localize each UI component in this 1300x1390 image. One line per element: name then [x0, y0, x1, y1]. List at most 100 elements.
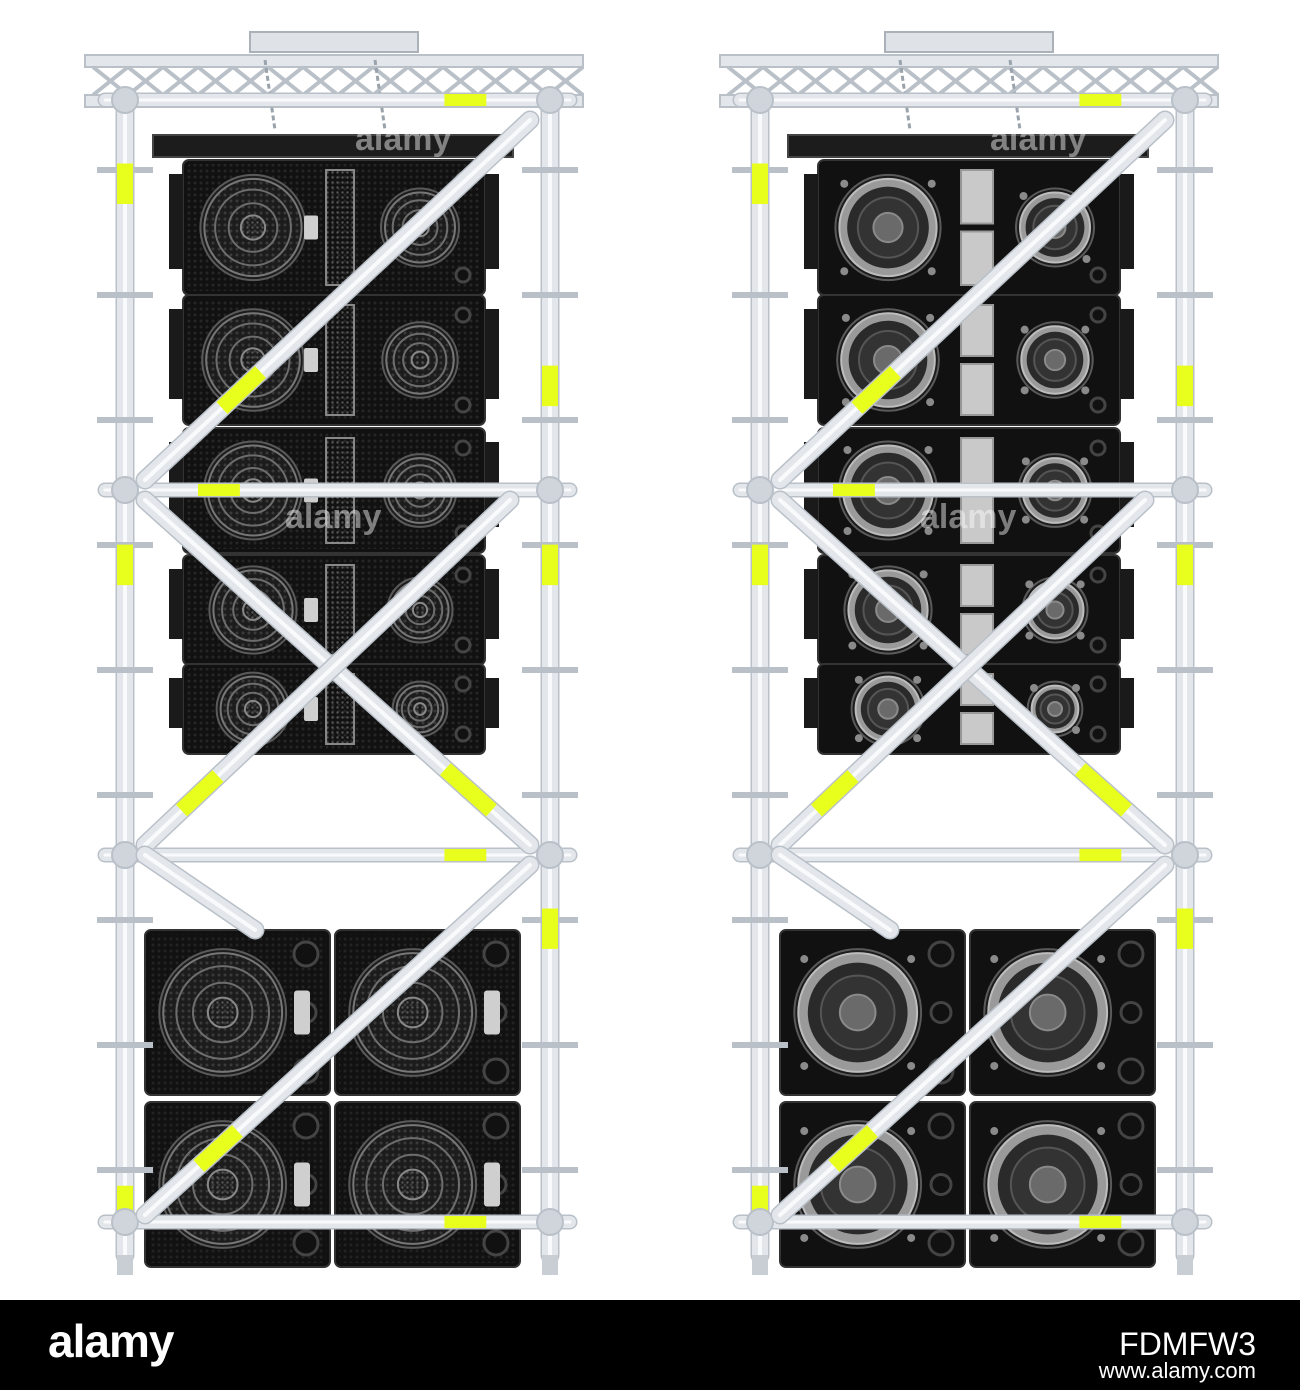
footer-bar: alamy FDMFW3 www.alamy.com: [0, 1300, 1300, 1390]
safety-stripe: [851, 366, 901, 414]
footer-brand: alamy: [48, 1315, 174, 1367]
screw: [854, 675, 863, 684]
ledger-stub: [97, 667, 153, 673]
ledger-stub: [97, 292, 153, 298]
screw: [1020, 386, 1029, 395]
rigging-handle: [804, 678, 818, 728]
ledger-stub: [522, 167, 578, 173]
screw: [926, 398, 935, 407]
ledger-stub: [522, 792, 578, 798]
screw: [848, 641, 857, 650]
screw: [1097, 1233, 1106, 1242]
screw: [924, 446, 933, 454]
truss-chord-top: [84, 54, 584, 68]
subwoofer-cabinet: [334, 1101, 521, 1268]
bass-port: [454, 675, 472, 693]
ledger-stub: [732, 667, 788, 673]
rigging-handle: [1120, 569, 1134, 639]
logo-badge: [294, 1162, 310, 1207]
bass-port: [482, 1057, 510, 1085]
screw: [927, 267, 936, 276]
coupler: [536, 1208, 564, 1236]
tweeter-horn: [960, 493, 995, 544]
bass-port: [1119, 1001, 1143, 1024]
screw: [990, 1233, 999, 1242]
ledger-stub: [522, 292, 578, 298]
subwoofer-cabinet: [779, 929, 966, 1096]
rigging-handle: [485, 309, 499, 399]
screw: [1071, 725, 1080, 734]
screw: [1097, 1127, 1106, 1136]
bass-port: [1089, 266, 1107, 284]
tweeter-horn: [960, 712, 995, 745]
screw: [1080, 515, 1089, 524]
safety-stripe: [176, 770, 224, 817]
base-jack: [1177, 1255, 1193, 1275]
screw: [843, 446, 852, 454]
screw: [926, 313, 935, 322]
bass-port: [1117, 1057, 1145, 1085]
subwoofer-cabinet: [969, 929, 1156, 1096]
screw: [907, 955, 916, 964]
watermark-text: alamy: [990, 120, 1086, 158]
ledger-stub: [732, 1167, 788, 1173]
ledger-stub: [1157, 292, 1213, 298]
ledger-stub: [522, 667, 578, 673]
screw: [1021, 515, 1030, 524]
bass-port: [1117, 1112, 1145, 1140]
bracing: [770, 110, 1175, 1225]
rigging-handle: [804, 569, 818, 639]
coupler: [746, 841, 774, 869]
rigging-handle: [169, 569, 183, 639]
bass-port: [927, 1229, 955, 1257]
ledger-stub: [97, 417, 153, 423]
screw: [841, 313, 850, 322]
rigging-handle: [804, 309, 818, 399]
screw: [1025, 631, 1034, 640]
subwoofer-cabinet: [969, 1101, 1156, 1268]
coupler: [536, 841, 564, 869]
ledger-stub: [522, 1167, 578, 1173]
ledger-stub: [1157, 417, 1213, 423]
scaffold: [97, 86, 578, 1275]
coupler: [746, 1208, 774, 1236]
screw: [800, 955, 809, 964]
logo-badge: [304, 598, 319, 622]
bass-port: [1089, 439, 1107, 457]
ledger-stub: [97, 1167, 153, 1173]
screw: [840, 267, 849, 276]
rigging-handle: [169, 309, 183, 399]
truss-chord-top: [719, 54, 1219, 68]
bass-port: [454, 636, 472, 654]
ledger-stub: [97, 792, 153, 798]
bass-port: [454, 566, 472, 584]
screw: [907, 1127, 916, 1136]
coupler: [111, 86, 139, 114]
horn-grille: [325, 169, 356, 286]
line-array-cabinet: [169, 294, 499, 426]
bass-port: [1089, 396, 1107, 414]
coupler: [746, 86, 774, 114]
safety-stripe: [193, 1125, 243, 1172]
ledger-stub: [1157, 167, 1213, 173]
flybar: [787, 134, 1149, 158]
screw: [800, 1061, 809, 1070]
screw: [913, 675, 922, 684]
ledger-stub: [1157, 1042, 1213, 1048]
horn-grille: [325, 304, 356, 416]
footer-url: www.alamy.com: [1098, 1358, 1256, 1383]
logo-badge: [294, 990, 310, 1035]
bass-port: [454, 439, 472, 457]
ledger-stub: [522, 1042, 578, 1048]
ledger-stub: [97, 917, 153, 923]
screw: [1019, 192, 1028, 201]
bass-port: [1119, 1173, 1143, 1196]
screw: [800, 1233, 809, 1242]
coupler: [1171, 86, 1199, 114]
screw: [1071, 684, 1080, 693]
bass-port: [929, 1173, 953, 1196]
screw: [990, 955, 999, 964]
